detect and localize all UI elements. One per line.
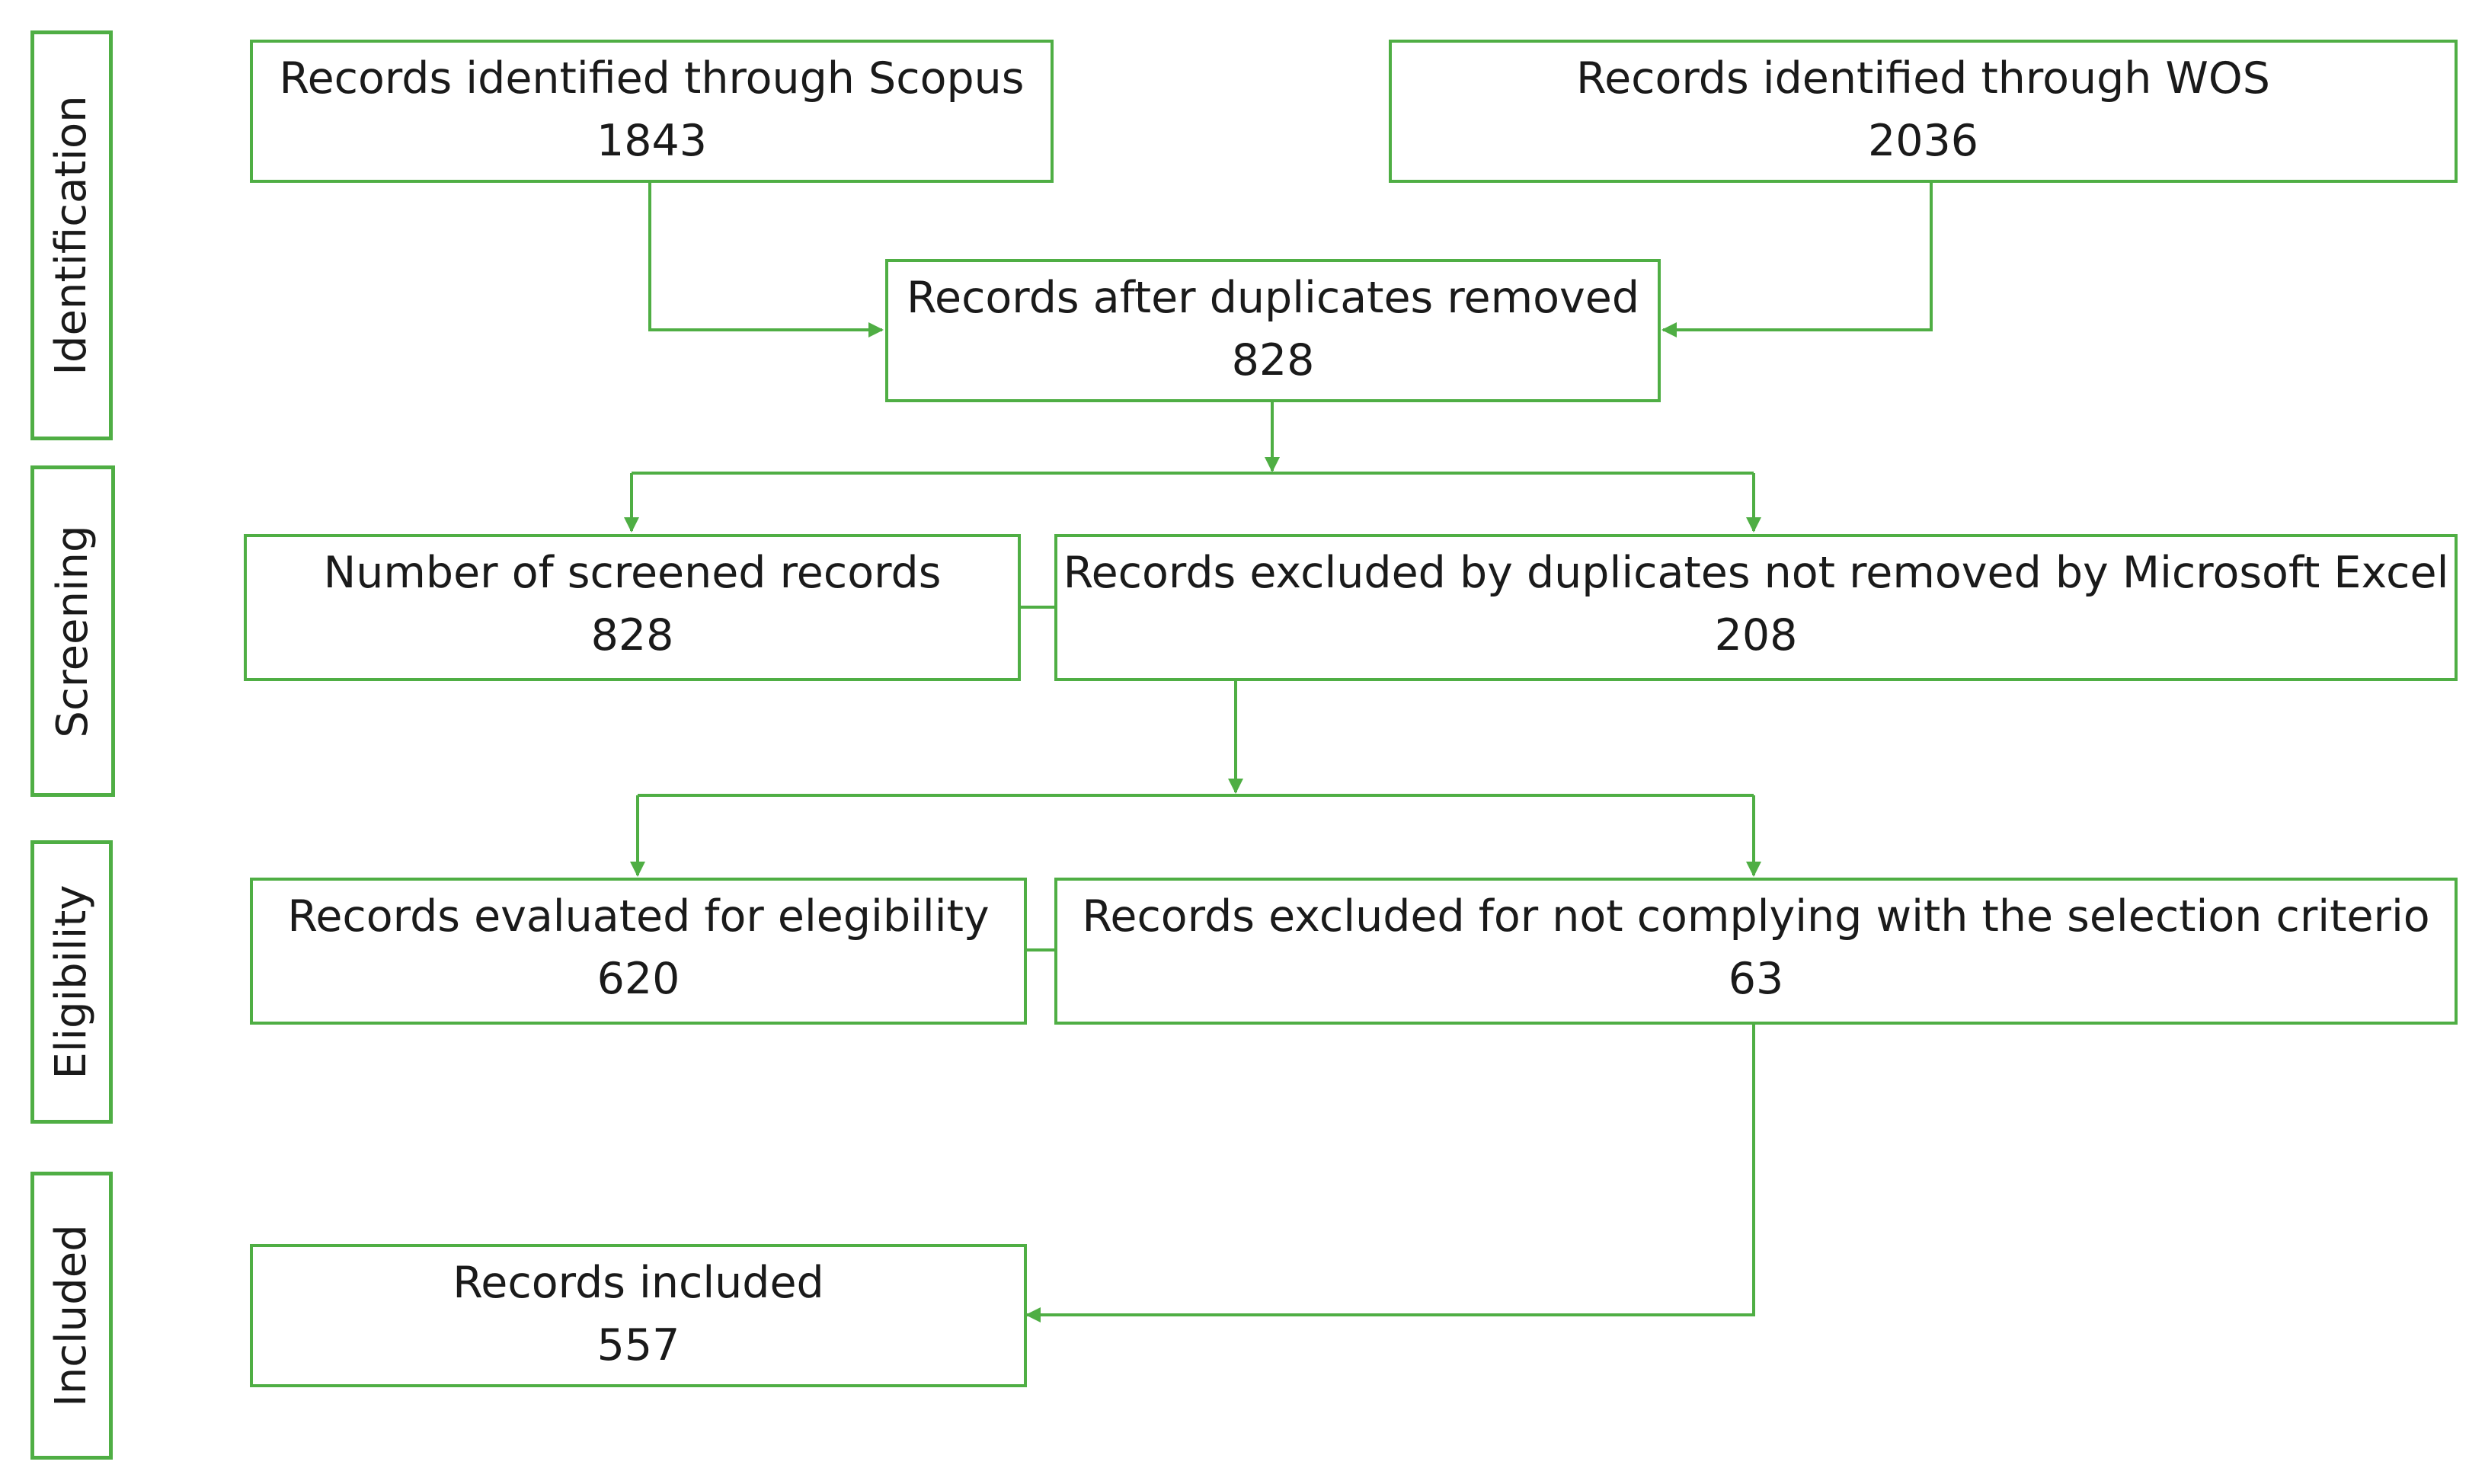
phase-eligibility-label: Eligibility	[46, 884, 96, 1079]
evaluated-records-count: 620	[596, 954, 680, 1004]
screened-records-label: Number of screened records	[323, 548, 942, 598]
phase-included-label: Included	[46, 1224, 96, 1407]
phase-screening-label: Screening	[47, 524, 98, 738]
scopus-records-count: 1843	[596, 116, 708, 166]
wos-records-count: 2036	[1867, 116, 1979, 166]
phase-eligibility: Eligibility	[30, 840, 113, 1124]
scopus-to-dedup-connector	[648, 183, 884, 337]
phase-screening: Screening	[30, 465, 115, 797]
phase-identification-label: Identification	[46, 95, 96, 376]
excluded-excel-duplicates-box: Records excluded by duplicates not remov…	[1054, 534, 2458, 681]
evaluated-records-box: Records evaluated for elegibility 620	[250, 878, 1027, 1025]
wos-records-label: Records identified through WOS	[1576, 53, 2270, 104]
scopus-records-box: Records identified through Scopus 1843	[250, 40, 1054, 183]
excluded-criteria-label: Records excluded for not complying with …	[1082, 891, 2430, 942]
phase-identification: Identification	[30, 30, 113, 440]
included-records-box: Records included 557	[250, 1244, 1027, 1387]
included-records-count: 557	[596, 1320, 680, 1370]
wos-to-dedup-connector	[1661, 183, 1933, 337]
evaluated-records-label: Records evaluated for elegibility	[287, 891, 990, 942]
screened-records-box: Number of screened records 828	[244, 534, 1021, 681]
included-records-label: Records included	[453, 1258, 824, 1308]
deduplicated-records-label: Records after duplicates removed	[906, 273, 1639, 323]
deduplicated-records-box: Records after duplicates removed 828	[885, 259, 1661, 402]
excluded-excel-duplicates-label: Records excluded by duplicates not remov…	[1063, 548, 2449, 598]
phase-included: Included	[30, 1172, 113, 1460]
wos-records-box: Records identified through WOS 2036	[1389, 40, 2458, 183]
deduplicated-records-count: 828	[1231, 335, 1315, 385]
screened-records-count: 828	[590, 610, 674, 660]
scopus-records-label: Records identified through Scopus	[279, 53, 1025, 104]
excluded-excel-duplicates-count: 208	[1714, 610, 1798, 660]
excluded-criteria-to-included-connector	[1025, 1025, 1755, 1322]
excluded-criteria-count: 63	[1728, 954, 1784, 1004]
excluded-criteria-box: Records excluded for not complying with …	[1054, 878, 2458, 1025]
